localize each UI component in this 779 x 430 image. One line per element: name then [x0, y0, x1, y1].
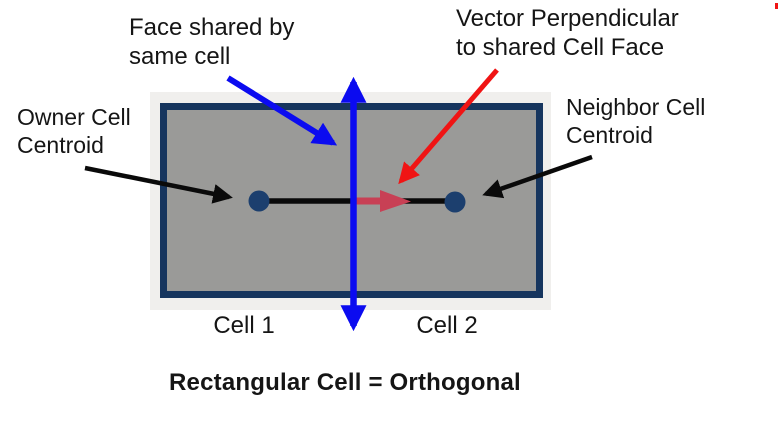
neighbor-centroid-label-line2: Centroid [566, 122, 653, 148]
vector-perpendicular-label-line1: Vector Perpendicular [456, 5, 679, 32]
vector-pointer-arrow [398, 68, 499, 185]
face-shared-label-line1: Face shared by [129, 14, 295, 41]
vector-perpendicular-label-line2: to shared Cell Face [456, 34, 665, 61]
neighbor-centroid-label-line1: Neighbor Cell [566, 94, 706, 120]
owner-centroid-dot [248, 190, 270, 212]
red-edge-artifact [775, 3, 778, 9]
face-pointer-arrow [226, 75, 338, 146]
owner-pointer-arrow [84, 165, 233, 204]
owner-centroid-label: Owner Cell Centroid [17, 103, 131, 159]
neighbor-centroid-dot [444, 191, 466, 213]
normal-vector-arrowhead-icon [380, 190, 411, 212]
cell-2-label: Cell 2 [416, 312, 478, 339]
owner-centroid-label-line1: Owner Cell [17, 104, 131, 130]
owner-centroid-label-line2: Centroid [17, 132, 104, 158]
neighbor-pointer-arrow [482, 154, 593, 199]
caption-rectangular-cell-orthogonal: Rectangular Cell = Orthogonal [169, 369, 521, 396]
neighbor-centroid-label: Neighbor Cell Centroid [566, 93, 705, 149]
vector-perpendicular-label: Vector Perpendicular to shared Cell Face [456, 4, 679, 62]
cell-1-label: Cell 1 [213, 312, 275, 339]
face-shared-label: Face shared by same cell [129, 13, 294, 71]
face-shared-label-line2: same cell [129, 43, 231, 70]
